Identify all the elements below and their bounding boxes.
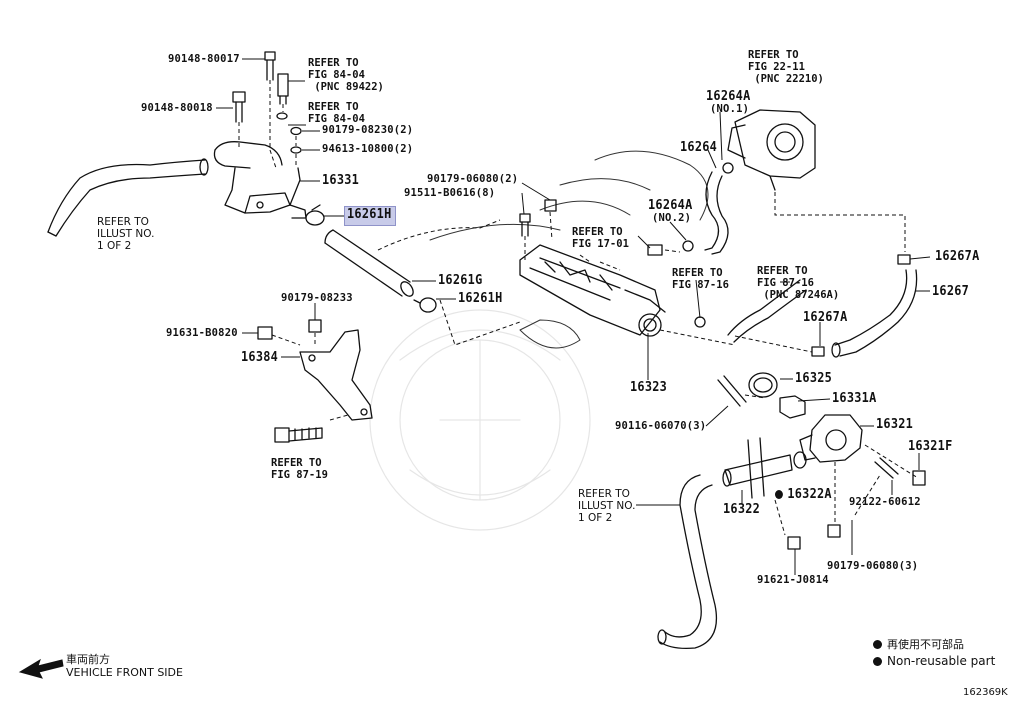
label-16261G[interactable]: 16261G — [438, 272, 483, 288]
label-16264A-no1-sub: (NO.1) — [710, 103, 750, 115]
label-16321F[interactable]: 16321F — [908, 438, 953, 454]
refer-fig-87-19[interactable]: REFER TO FIG 87-19 — [271, 457, 328, 481]
nut-90179-08233 — [308, 319, 322, 333]
label-90116-06070[interactable]: 90116-06070(3) — [615, 420, 707, 432]
throttle-body-22210 — [727, 109, 816, 191]
label-16261H[interactable]: 16261H — [458, 290, 503, 306]
hose-87246A — [727, 279, 807, 343]
bolt-91631-B0820 — [257, 326, 273, 340]
label-16322A-text: 16322A — [787, 486, 832, 502]
clamp-16264A-no1 — [722, 162, 734, 174]
label-90179-06080-2[interactable]: 90179-06080(2) — [427, 173, 519, 185]
bracket-16384 — [299, 329, 373, 421]
clamp-87-16 — [694, 316, 706, 328]
label-16384[interactable]: 16384 — [241, 349, 279, 365]
label-16267A-upper[interactable]: 16267A — [935, 248, 980, 264]
hose-16264 — [704, 171, 729, 255]
refer-fig-84-04-pnc-89422[interactable]: REFER TO FIG 84-04 (PNC 89422) — [308, 57, 384, 93]
label-16264A-no1[interactable]: 16264A — [706, 88, 751, 104]
clamp-16267A-lower — [811, 346, 825, 357]
label-91511-B0616[interactable]: 91511-B0616(8) — [404, 187, 496, 199]
gasket-16325 — [748, 372, 778, 398]
water-pipe-16322 — [722, 437, 793, 499]
nut-90179-06080 — [544, 199, 557, 212]
legend-en-text: Non-reusable part — [887, 654, 996, 668]
refer-fig-17-01[interactable]: REFER TO FIG 17-01 — [572, 226, 629, 250]
refer-fig-87-16-pnc-87246a[interactable]: REFER TO FIG 87-16 (PNC 87246A) — [757, 265, 840, 301]
o-ring-16322A — [793, 451, 807, 469]
clamp-16261H-upper — [305, 204, 325, 226]
label-92122-60612[interactable]: 92122-60612 — [849, 496, 921, 508]
label-91631-B0820[interactable]: 91631-B0820 — [166, 327, 238, 339]
clamp-16264A-no2 — [682, 240, 694, 252]
label-16331A[interactable]: 16331A — [832, 390, 877, 406]
bolt-91621-J0814 — [787, 536, 801, 550]
vehicle-front-arrow-icon — [18, 658, 64, 679]
refer-illust-1-of-2-bottom[interactable]: REFER TO ILLUST NO. 1 OF 2 — [578, 488, 636, 524]
label-90179-08230[interactable]: 90179-08230(2) — [322, 124, 414, 136]
vehicle-front-label-jp: 車両前方 — [66, 653, 110, 666]
label-16264A-no2-sub: (NO.2) — [652, 212, 692, 224]
gasket-icon — [276, 112, 288, 120]
label-94613-10800[interactable]: 94613-10800(2) — [322, 143, 414, 155]
nut-90179-06080-3 — [827, 524, 841, 538]
sensor-89422 — [277, 73, 289, 105]
thermostat-16331A — [779, 395, 806, 419]
non-reusable-bullet-icon — [775, 490, 783, 499]
stud-92122-60612 — [874, 457, 899, 479]
label-16264[interactable]: 16264 — [680, 139, 718, 155]
refer-fig-22-11[interactable]: REFER TO FIG 22-11 (PNC 22210) — [748, 49, 824, 85]
bolt-refer-87-19 — [274, 427, 323, 443]
bolt-90148-80018 — [232, 91, 246, 123]
plug-16321F — [912, 470, 926, 486]
label-16264A-no2[interactable]: 16264A — [648, 197, 693, 213]
label-91621-J0814[interactable]: 91621-J0814 — [757, 574, 829, 586]
label-90179-06080-3[interactable]: 90179-06080(3) — [827, 560, 919, 572]
diagram-id: 162369K — [963, 687, 1008, 698]
non-reusable-bullet-icon — [873, 657, 882, 666]
refer-fig-87-16[interactable]: REFER TO FIG 87-16 — [672, 267, 729, 291]
label-16261H-selected[interactable]: 16261H — [347, 206, 392, 222]
vehicle-front-label-en: VEHICLE FRONT SIDE — [66, 666, 183, 679]
highlight-box-16261H — [344, 206, 396, 226]
legend-non-reusable-en: Non-reusable part — [873, 655, 995, 667]
label-16267A-lower[interactable]: 16267A — [803, 309, 848, 325]
label-16323[interactable]: 16323 — [630, 379, 668, 395]
hose-16261G — [324, 229, 414, 297]
label-16322[interactable]: 16322 — [723, 501, 761, 517]
water-inlet-16321 — [799, 414, 863, 463]
clamp-16261H-lower — [413, 297, 437, 313]
label-90148-80018[interactable]: 90148-80018 — [141, 102, 213, 114]
gasket-icon — [290, 126, 302, 136]
water-bypass-pipe-16323 — [519, 244, 666, 337]
legend-jp-text: 再使用不可部品 — [887, 638, 964, 651]
intake-manifold-outline — [429, 150, 709, 349]
label-16322A[interactable]: 16322A — [775, 486, 832, 502]
water-outlet-16331 — [213, 141, 307, 219]
watermark-emblem — [369, 309, 591, 531]
label-90148-80017[interactable]: 90148-80017 — [168, 53, 240, 65]
non-reusable-bullet-icon — [873, 640, 882, 649]
gasket-icon — [290, 146, 302, 154]
stud-91511-B0616 — [519, 213, 531, 237]
label-16325[interactable]: 16325 — [795, 370, 833, 386]
label-16321[interactable]: 16321 — [876, 416, 914, 432]
refer-fig-84-04[interactable]: REFER TO FIG 84-04 — [308, 101, 365, 125]
legend-non-reusable-jp: 再使用不可部品 — [873, 639, 964, 650]
leader-lines — [216, 58, 931, 575]
left-hose-top — [47, 158, 209, 237]
stud-90116-06070 — [717, 375, 747, 407]
label-16331[interactable]: 16331 — [322, 172, 360, 188]
bolt-90148-80017 — [264, 51, 276, 81]
refer-illust-1-of-2-top[interactable]: REFER TO ILLUST NO. 1 OF 2 — [97, 216, 155, 252]
hose-16267 — [831, 269, 918, 358]
assembly-lines — [238, 80, 919, 536]
clamp-16267A-upper — [897, 254, 911, 265]
left-hose-bottom — [657, 474, 718, 650]
label-16267[interactable]: 16267 — [932, 283, 970, 299]
label-90179-08233[interactable]: 90179-08233 — [281, 292, 353, 304]
fitting-17-01 — [647, 244, 663, 256]
